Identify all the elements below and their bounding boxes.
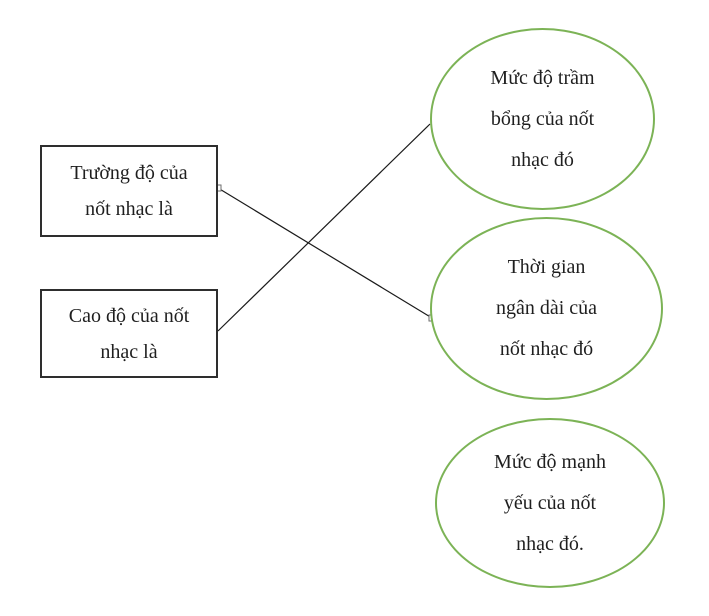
box-cao-do[interactable]: Cao độ của nốt nhạc là (40, 289, 218, 378)
ellipse-manh-yeu[interactable]: Mức độ mạnh yếu của nốt nhạc đó. (435, 418, 665, 588)
ellipse-ngan-dai[interactable]: Thời gian ngân dài của nốt nhạc đó (430, 217, 663, 400)
ellipse-tram-bong-text-line-3: nhạc đó (511, 148, 574, 171)
box-cao-do-text-line-2: nhạc là (100, 340, 158, 363)
ellipse-tram-bong-text-line-2: bổng của nốt (490, 107, 595, 130)
ellipse-ngan-dai-text-line-2: ngân dài của (495, 297, 598, 319)
box-cao-do-text-line-1: Cao độ của nốt (68, 304, 190, 327)
box-truong-do[interactable]: Trường độ của nốt nhạc là (40, 145, 218, 237)
box-truong-do-text-line-1: Trường độ của (70, 162, 188, 184)
ellipse-manh-yeu-text-line-1: Mức độ mạnh (494, 450, 606, 473)
ellipse-ngan-dai-text-line-1: Thời gian (507, 256, 586, 278)
connector-truong-do-to-ngan-dai[interactable] (217, 187, 433, 319)
ellipse-tram-bong[interactable]: Mức độ trầm bổng của nốt nhạc đó (430, 28, 655, 210)
ellipse-manh-yeu-text-line-3: nhạc đó. (516, 532, 584, 555)
ellipse-ngan-dai-text-line-3: nốt nhạc đó (499, 338, 594, 360)
ellipse-tram-bong-text-line-1: Mức độ trầm (490, 66, 595, 89)
ellipse-manh-yeu-text-line-2: yếu của nốt (503, 491, 597, 514)
box-truong-do-text-line-2: nốt nhạc là (85, 198, 173, 220)
connector-cao-do-to-tram-bong[interactable] (217, 123, 431, 332)
